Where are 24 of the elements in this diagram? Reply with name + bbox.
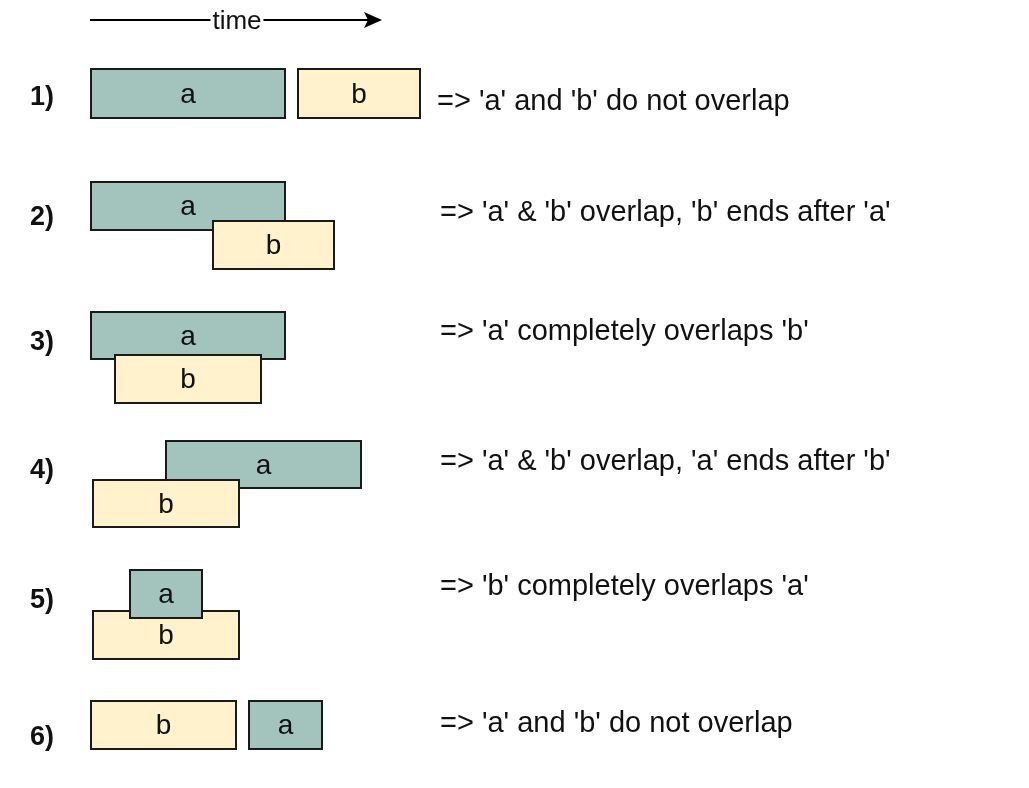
- interval-bar: a: [248, 700, 323, 750]
- description-text: => 'a' completely overlaps 'b': [440, 315, 809, 345]
- interval-bar: a: [90, 311, 286, 360]
- interval-bar: b: [114, 354, 262, 404]
- interval-bar: a: [165, 440, 362, 489]
- row-number: 1): [30, 82, 54, 110]
- row-number: 4): [30, 455, 54, 483]
- interval-bar: b: [297, 68, 421, 119]
- interval-bar: b: [92, 610, 240, 660]
- description-text: => 'a' and 'b' do not overlap: [437, 85, 790, 115]
- row-number: 5): [30, 585, 54, 613]
- description-text: => 'a' & 'b' overlap, 'a' ends after 'b': [440, 445, 891, 475]
- description-text: => 'b' completely overlaps 'a': [440, 570, 809, 600]
- row-number: 3): [30, 327, 54, 355]
- interval-bar: a: [129, 569, 203, 619]
- interval-bar: a: [90, 181, 286, 231]
- interval-bar: b: [212, 220, 335, 270]
- row-number: 2): [30, 202, 54, 230]
- interval-bar: b: [92, 479, 240, 528]
- description-text: => 'a' & 'b' overlap, 'b' ends after 'a': [440, 196, 891, 226]
- row-number: 6): [30, 722, 54, 750]
- interval-bar: a: [90, 68, 286, 119]
- interval-bar: b: [90, 700, 237, 750]
- description-text: => 'a' and 'b' do not overlap: [440, 707, 793, 737]
